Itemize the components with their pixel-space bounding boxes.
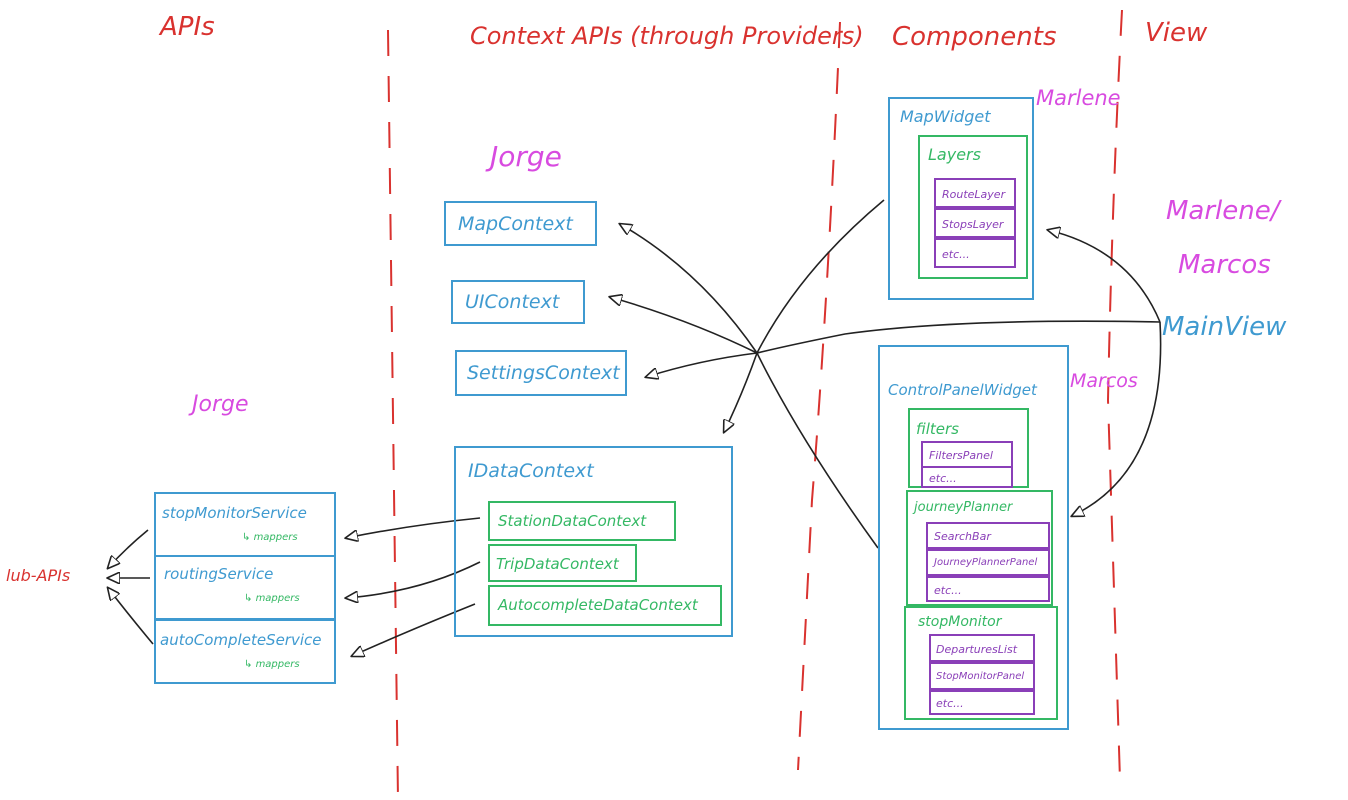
trip-data-context-box: TripDataContext	[488, 544, 637, 582]
stop-monitor-panel-box: StopMonitorPanel	[929, 662, 1035, 690]
owner-label-jorge-left: Jorge	[192, 392, 249, 417]
stop-monitor-box: stopMonitor	[904, 606, 1058, 720]
routing-service-box: routingService ↳ mappers	[154, 555, 336, 620]
arrow-trip-to-routing-service	[346, 561, 481, 598]
arrow-autocomplete-service-to-lub-apis	[108, 588, 154, 645]
column-header-apis: APIs	[160, 12, 215, 42]
autocomplete-mappers-label: ↳ mappers	[244, 659, 300, 670]
stop-monitor-etc-label: etc...	[936, 697, 964, 710]
journey-etc-box: etc...	[926, 576, 1050, 602]
autocomplete-service-label: autoCompleteService	[160, 631, 322, 649]
journey-etc-label: etc...	[934, 584, 962, 597]
line-map-widget-to-hub	[756, 199, 885, 354]
owner-label-marlene-marcos-2: Marcos	[1178, 250, 1271, 280]
settings-context-box: SettingsContext	[455, 350, 627, 396]
map-widget-label: MapWidget	[900, 107, 991, 126]
stops-layer-box: StopsLayer	[934, 208, 1016, 238]
map-etc-box: etc...	[934, 238, 1016, 268]
trip-data-context-label: TripDataContext	[496, 555, 619, 573]
idata-context-box: IDataContext	[454, 446, 733, 637]
autocomplete-mappers-text: mappers	[255, 659, 300, 670]
filters-etc-label: etc...	[929, 472, 957, 485]
autocomplete-service-box: autoCompleteService ↳ mappers	[154, 619, 336, 684]
route-layer-box: RouteLayer	[934, 178, 1016, 208]
owner-label-marlene: Marlene	[1036, 86, 1121, 110]
owner-label-marlene-marcos-1: Marlene/	[1166, 196, 1280, 226]
arrow-station-to-stop-monitor-service	[346, 517, 481, 538]
journey-planner-box: journeyPlanner	[906, 490, 1053, 606]
arrow-stop-monitor-service-to-lub-apis	[108, 529, 149, 568]
column-header-components: Components	[892, 22, 1057, 52]
station-data-context-label: StationDataContext	[498, 512, 647, 530]
stop-monitor-mappers-text: mappers	[253, 532, 298, 543]
lub-apis-label: lub-APIs	[6, 566, 71, 585]
settings-context-label: SettingsContext	[467, 362, 620, 384]
stop-monitor-etc-box: etc...	[929, 690, 1035, 715]
stop-monitor-mappers-label: ↳ mappers	[242, 532, 298, 543]
arrow-hub-to-idata-context	[724, 352, 758, 432]
map-etc-label: etc...	[942, 248, 970, 261]
stop-monitor-service-box: stopMonitorService ↳ mappers	[154, 492, 336, 557]
map-context-box: MapContext	[444, 201, 597, 246]
stop-monitor-service-label: stopMonitorService	[162, 504, 307, 522]
line-main-view-to-hub	[756, 320, 1161, 354]
control-panel-widget-label: ControlPanelWidget	[888, 381, 1037, 399]
routing-mappers-label: ↳ mappers	[244, 593, 300, 604]
station-data-context-box: StationDataContext	[488, 501, 676, 541]
search-bar-box: SearchBar	[926, 522, 1050, 549]
stop-monitor-panel-label: StopMonitorPanel	[936, 671, 1025, 682]
layers-label: Layers	[928, 145, 981, 164]
column-header-context-apis: Context APIs (through Providers)	[470, 22, 864, 50]
journey-planner-panel-box: JourneyPlannerPanel	[926, 549, 1050, 576]
arrow-hub-to-map-context	[620, 224, 758, 354]
control-panel-widget-box: ControlPanelWidget	[878, 345, 1069, 730]
filters-label: filters	[916, 420, 959, 438]
filters-panel-box: FiltersPanel	[921, 441, 1013, 468]
ui-context-label: UIContext	[465, 291, 560, 313]
routing-service-label: routingService	[164, 565, 274, 583]
arrow-autocomplete-to-autocomplete-service	[352, 603, 476, 656]
filters-etc-box: etc...	[921, 466, 1013, 488]
line-control-panel-to-hub	[756, 352, 879, 549]
stops-layer-label: StopsLayer	[942, 218, 1004, 231]
departures-list-box: DeparturesList	[929, 634, 1035, 662]
map-widget-box: MapWidget	[888, 97, 1034, 300]
ui-context-box: UIContext	[451, 280, 585, 324]
main-view-label: MainView	[1162, 312, 1287, 342]
separator-context-components	[797, 21, 841, 771]
routing-mappers-text: mappers	[255, 593, 300, 604]
column-header-view: View	[1145, 18, 1208, 48]
arrow-hub-to-settings-context	[646, 352, 758, 377]
separator-apis-context	[387, 29, 399, 800]
idata-context-label: IDataContext	[468, 460, 594, 482]
owner-label-marcos: Marcos	[1070, 370, 1138, 392]
separator-components-view	[1106, 9, 1123, 781]
search-bar-label: SearchBar	[934, 530, 991, 543]
departures-list-label: DeparturesList	[936, 643, 1018, 656]
stop-monitor-label: stopMonitor	[918, 614, 1002, 630]
arrow-main-view-to-map-widget	[1048, 230, 1161, 323]
layers-box: Layers	[918, 135, 1028, 279]
filters-panel-label: FiltersPanel	[929, 449, 993, 462]
arrow-main-view-to-journey-planner	[1072, 321, 1162, 516]
map-context-label: MapContext	[458, 213, 573, 235]
route-layer-label: RouteLayer	[942, 188, 1006, 201]
journey-planner-panel-label: JourneyPlannerPanel	[934, 557, 1038, 568]
owner-label-jorge-top: Jorge	[490, 140, 562, 173]
arrow-hub-to-ui-context	[610, 297, 758, 354]
journey-planner-label: journeyPlanner	[914, 500, 1013, 515]
autocomplete-data-context-label: AutocompleteDataContext	[498, 596, 698, 614]
autocomplete-data-context-box: AutocompleteDataContext	[488, 585, 722, 626]
